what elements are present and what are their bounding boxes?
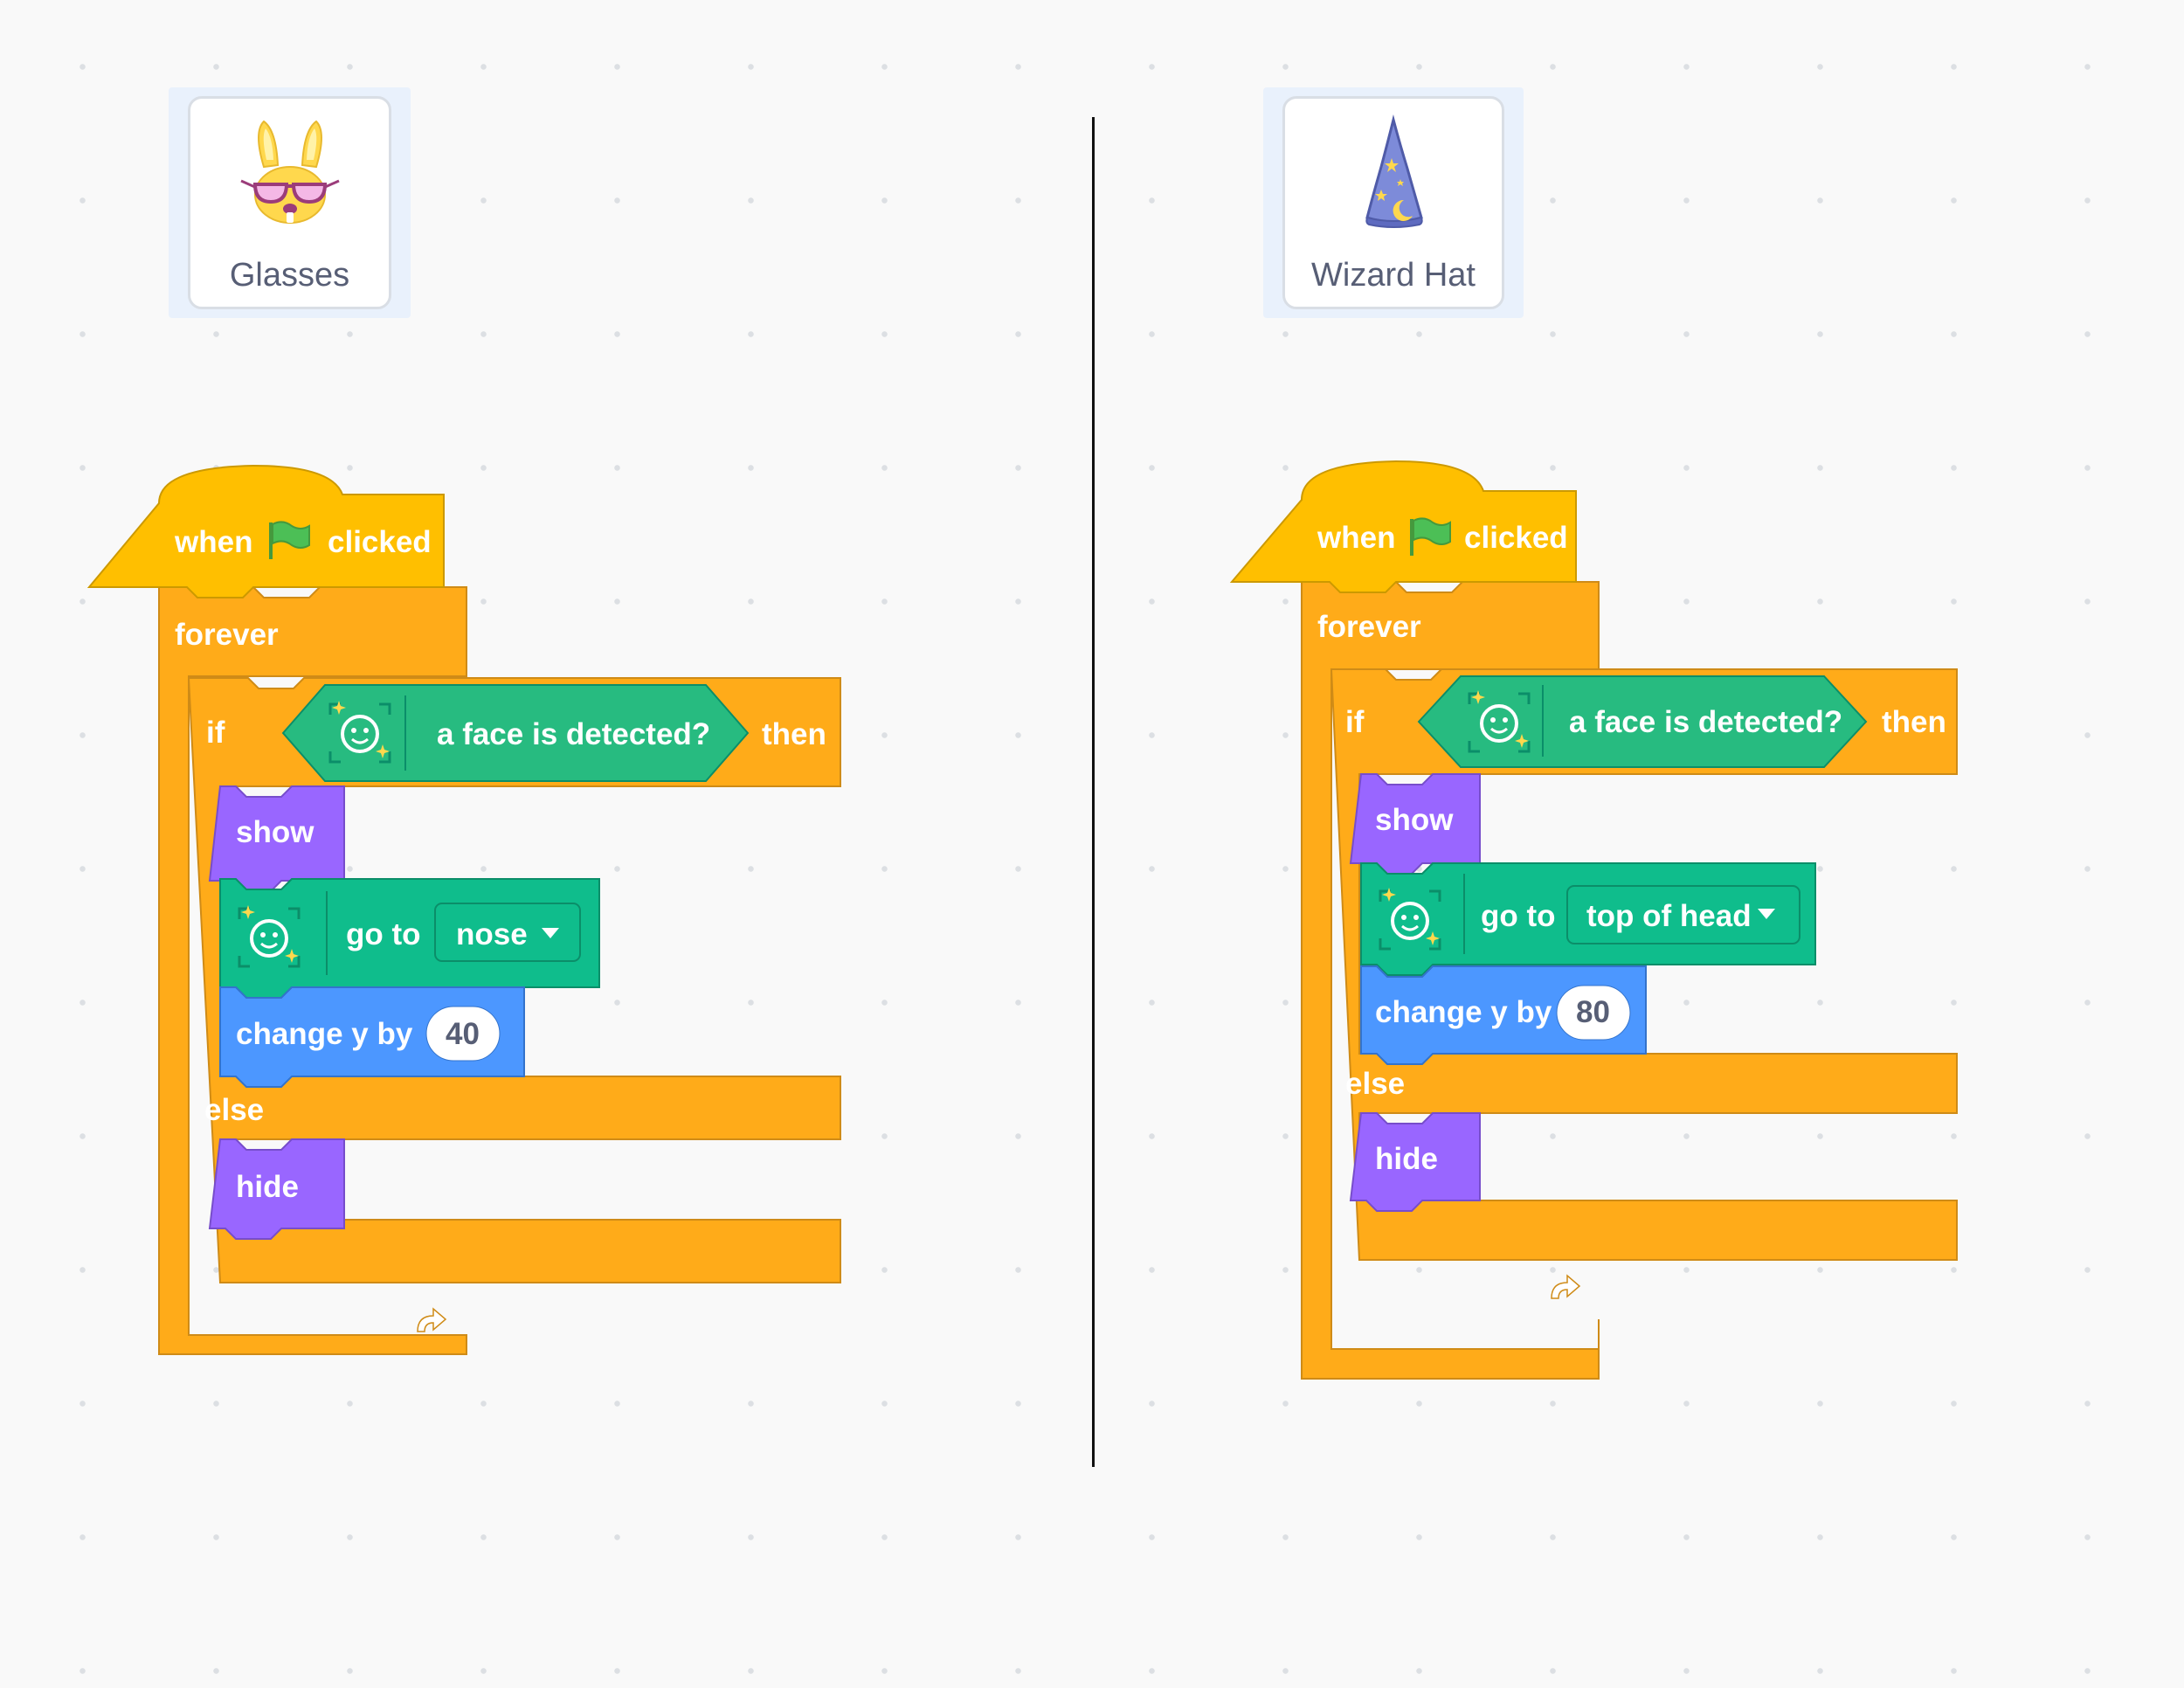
if-label: if	[1345, 705, 1365, 739]
change-y-label: change y by	[236, 1017, 413, 1051]
hide-label: hide	[236, 1170, 299, 1204]
event-clicked-label: clicked	[328, 525, 432, 559]
bunny-glasses-icon	[239, 120, 340, 224]
when-flag-clicked-block[interactable]	[1229, 460, 1577, 593]
sprite-card-wizard-hat[interactable]: Wizard Hat	[1282, 96, 1504, 309]
loop-arrow-icon	[1551, 1274, 1581, 1299]
face-detected-condition[interactable]	[1417, 675, 1868, 768]
when-flag-clicked-block[interactable]	[86, 464, 445, 598]
event-when-label: when	[174, 525, 252, 559]
green-flag-icon	[269, 521, 310, 559]
goto-target-value: top of head	[1586, 899, 1752, 933]
show-label: show	[236, 815, 314, 849]
dropdown-arrow-icon	[542, 928, 559, 938]
green-flag-icon	[1410, 517, 1451, 556]
loop-arrow-icon	[417, 1307, 447, 1332]
panel-divider	[1092, 117, 1095, 1467]
then-label: then	[762, 717, 826, 751]
else-label: else	[1345, 1067, 1405, 1101]
hide-block[interactable]	[1349, 1112, 1481, 1212]
sprite-card-glasses[interactable]: Glasses	[188, 96, 391, 309]
sprite-name: Glasses	[229, 257, 350, 294]
hide-block[interactable]	[208, 1138, 345, 1240]
else-label: else	[204, 1093, 264, 1127]
face-sensing-icon	[238, 905, 301, 968]
change-y-input[interactable]	[1556, 985, 1631, 1041]
wizard-hat-icon	[1365, 114, 1423, 228]
face-sensing-icon	[1468, 690, 1531, 753]
if-label: if	[206, 716, 225, 750]
dropdown-arrow-icon	[1758, 909, 1775, 919]
face-detected-condition[interactable]	[281, 684, 750, 782]
change-y-value: 40	[446, 1017, 480, 1051]
goto-label: go to	[346, 917, 421, 951]
goto-target-dropdown[interactable]	[434, 903, 581, 962]
goto-target-value: nose	[456, 917, 528, 951]
goto-target-dropdown[interactable]	[1566, 885, 1800, 944]
show-label: show	[1375, 803, 1454, 837]
condition-label: a face is detected?	[437, 717, 710, 751]
if-else-block[interactable]	[1330, 668, 1958, 1261]
sprite-card-wizard-hat-wrap: Wizard Hat	[1263, 87, 1524, 318]
then-label: then	[1882, 705, 1946, 739]
face-sensing-icon	[1379, 888, 1441, 951]
goto-label: go to	[1481, 899, 1556, 933]
forever-label: forever	[175, 618, 279, 652]
change-y-label: change y by	[1375, 995, 1552, 1029]
event-clicked-label: clicked	[1464, 521, 1568, 555]
forever-label: forever	[1317, 610, 1421, 644]
hide-label: hide	[1375, 1142, 1438, 1176]
event-when-label: when	[1317, 521, 1395, 555]
face-sensing-icon	[328, 701, 391, 764]
sprite-card-glasses-wrap: Glasses	[169, 87, 411, 318]
sprite-name: Wizard Hat	[1311, 257, 1476, 294]
change-y-input[interactable]	[425, 1006, 501, 1062]
change-y-value: 80	[1576, 995, 1610, 1029]
forever-block[interactable]	[158, 586, 467, 1355]
condition-label: a face is detected?	[1569, 705, 1842, 739]
